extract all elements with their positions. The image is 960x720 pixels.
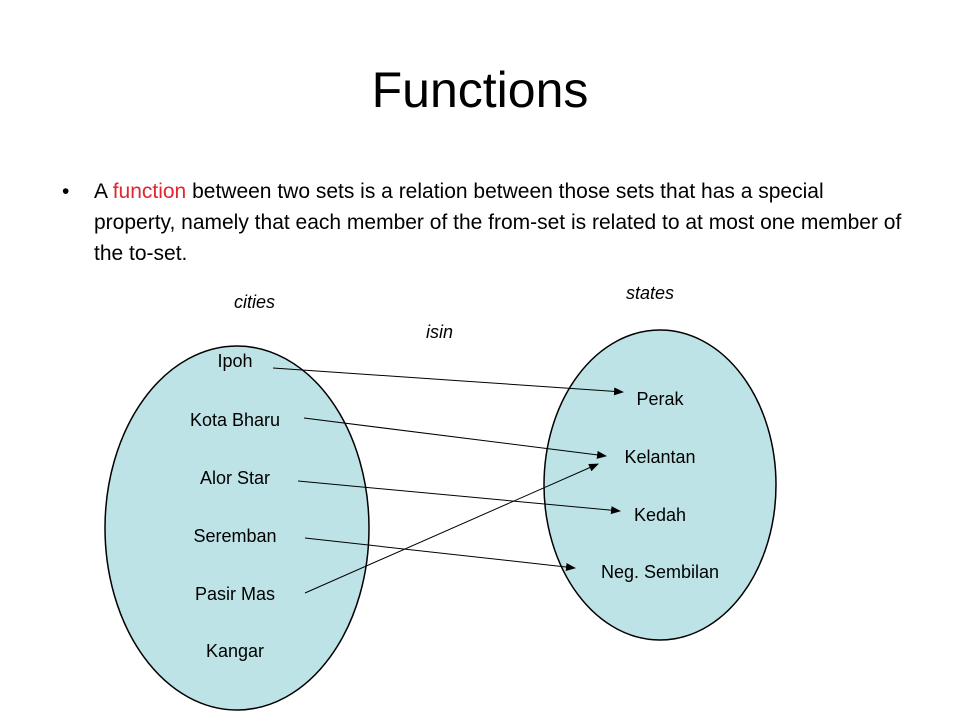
- cities-set-ellipse: [104, 345, 370, 711]
- slide-title: Functions: [371, 62, 589, 118]
- bullet-marker: •: [62, 180, 70, 203]
- city-alor-star: Alor Star: [199, 468, 271, 488]
- definition-text: A function between two sets is a relatio…: [94, 176, 902, 269]
- mapping-arrow-alor-star: [297, 480, 621, 515]
- from-set-label: cities: [234, 292, 276, 312]
- state-perak: Perak: [636, 389, 684, 409]
- city-kota-bharu: Kota Bharu: [189, 410, 281, 430]
- definition-suffix: between two sets is a relation between t…: [94, 180, 902, 265]
- state-kelantan: Kelantan: [624, 447, 696, 467]
- mapping-arrows: [272, 367, 624, 594]
- state-kedah: Kedah: [633, 505, 687, 525]
- mapping-arrow-seremban: [304, 537, 576, 571]
- city-pasir-mas: Pasir Mas: [194, 584, 275, 604]
- state-neg-sembilan: Neg. Sembilan: [600, 562, 720, 582]
- relation-label: isin: [426, 322, 454, 342]
- city-seremban: Seremban: [193, 526, 277, 546]
- definition-bullet: • A function between two sets is a relat…: [62, 176, 902, 269]
- states-set-ellipse: [543, 329, 777, 641]
- to-set-label: states: [626, 283, 675, 303]
- city-ipoh: Ipoh: [217, 351, 253, 371]
- mapping-arrow-pasir-mas: [304, 463, 599, 594]
- definition-prefix: A: [94, 180, 113, 203]
- function-keyword: function: [112, 180, 187, 203]
- city-kangar: Kangar: [205, 641, 265, 661]
- mapping-arrow-kota-bharu: [303, 417, 607, 459]
- mapping-arrow-ipoh: [272, 367, 624, 396]
